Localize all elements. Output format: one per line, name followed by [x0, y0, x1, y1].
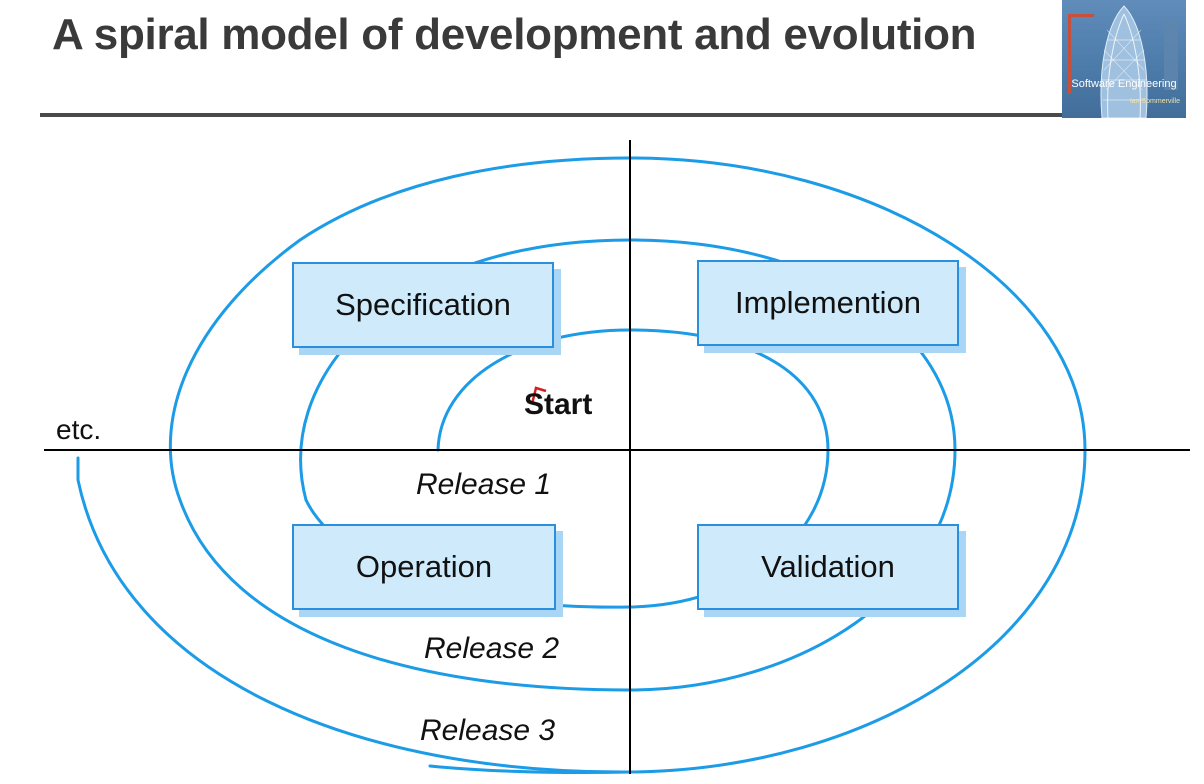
phase-implementation: Implemention [697, 260, 959, 346]
title-divider [40, 113, 1062, 117]
release-label-3: Release 3 [420, 714, 556, 747]
start-label: Start [524, 388, 593, 421]
spiral-turn-3 [76, 156, 1087, 774]
book-cover-logo: Software Engineering Ian Sommerville [1062, 0, 1186, 118]
phase-operation: Operation [292, 524, 556, 610]
phase-label-specification: Specification [335, 287, 511, 322]
cover-title: Software Engineering [1071, 78, 1177, 90]
spiral-path [76, 156, 1087, 775]
cover-author: Ian Sommerville [1129, 98, 1180, 105]
page-title: A spiral model of development and evolut… [52, 10, 977, 59]
start-arrow-icon [530, 386, 547, 405]
phase-specification: Specification [292, 262, 554, 348]
phase-validation: Validation [697, 524, 959, 610]
spiral-turn-4 [428, 764, 632, 775]
release-label-2: Release 2 [424, 632, 560, 665]
phase-label-validation: Validation [761, 549, 895, 584]
release-label-1: Release 1 [416, 468, 552, 501]
etc-label: etc. [56, 414, 102, 445]
building-illustration [1062, 0, 1186, 118]
phase-label-operation: Operation [355, 549, 493, 584]
phase-label-implementation: Implemention [734, 285, 922, 320]
